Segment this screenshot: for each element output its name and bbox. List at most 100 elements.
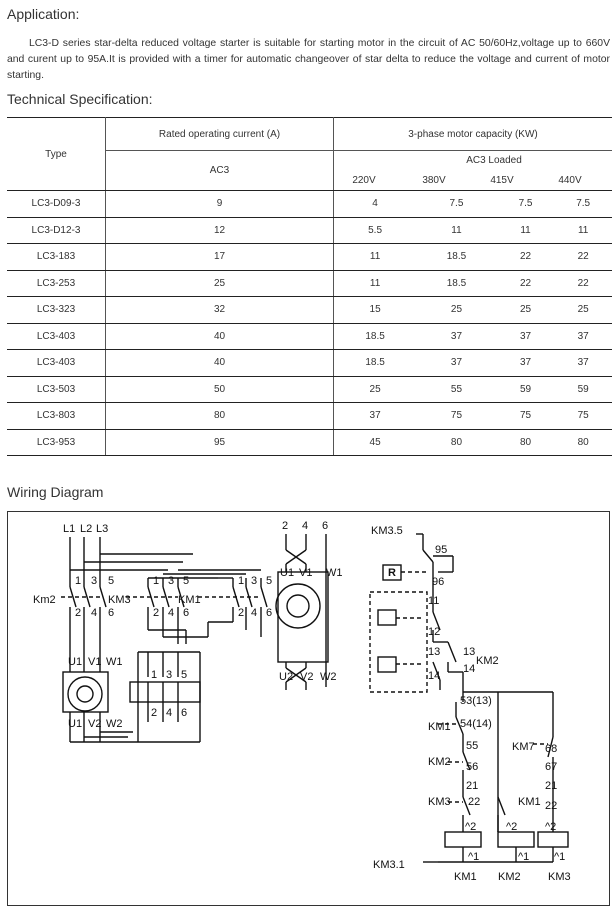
label-v1c: V1 <box>299 567 312 579</box>
label-w2: W2 <box>106 718 123 730</box>
label-13b: 13 <box>463 646 475 658</box>
label-km2-ctrl: KM2 <box>476 655 499 667</box>
label-km2: Km2 <box>33 594 56 606</box>
motor-sub: AC3 Loaded <box>466 154 522 166</box>
current-cell: 12 <box>105 217 334 244</box>
label-n3c: 3 <box>251 575 257 587</box>
capacity-cell: 80 <box>496 429 555 456</box>
capacity-cell: 37 <box>416 349 497 377</box>
label-a2a: ^2 <box>465 821 476 833</box>
type-header: Type <box>7 117 106 191</box>
capacity-cell: 25 <box>416 296 497 324</box>
label-5313: 53(13) <box>460 695 492 707</box>
label-13: 13 <box>428 646 440 658</box>
capacity-cell: 45 <box>333 429 417 456</box>
label-n4a: 4 <box>91 607 97 619</box>
label-n5c: 5 <box>266 575 272 587</box>
capacity-cell: 25 <box>554 296 612 324</box>
label-n2b: 2 <box>153 607 159 619</box>
type-cell: LC3-403 <box>7 323 106 350</box>
label-km2-coil: KM2 <box>428 756 451 768</box>
capacity-cell: 15 <box>333 296 417 324</box>
label-n5b: 5 <box>183 575 189 587</box>
capacity-cell: 37 <box>554 323 612 350</box>
capacity-cell: 22 <box>554 270 612 297</box>
label-n6d: 6 <box>181 707 187 719</box>
label-n5d: 5 <box>181 669 187 681</box>
label-km3-coil: KM3 <box>548 871 571 883</box>
label-11: 11 <box>428 595 439 607</box>
label-n2e: 2 <box>282 520 288 532</box>
spec-heading: Technical Specification: <box>7 91 153 107</box>
capacity-cell: 4 <box>333 190 417 218</box>
capacity-cell: 11 <box>554 217 612 244</box>
capacity-cell: 11 <box>333 243 417 271</box>
label-km1-coil: KM1 <box>454 871 477 883</box>
label-v1: V1 <box>88 656 101 668</box>
label-21b: 21 <box>545 780 557 792</box>
label-w2c: W2 <box>320 671 337 683</box>
capacity-cell: 37 <box>333 402 417 430</box>
label-u2: U2 <box>279 671 293 683</box>
label-67: 67 <box>545 761 557 773</box>
label-v2c: V2 <box>300 671 313 683</box>
label-12: 12 <box>428 626 440 638</box>
voltage-415: 415V <box>490 174 514 186</box>
capacity-cell: 18.5 <box>333 349 417 377</box>
label-r: R <box>388 567 396 579</box>
capacity-cell: 22 <box>496 270 555 297</box>
capacity-cell: 22 <box>496 243 555 271</box>
label-w1c: W1 <box>326 567 343 579</box>
voltage-380: 380V <box>422 174 446 186</box>
label-km2-coilb: KM2 <box>498 871 521 883</box>
capacity-cell: 37 <box>496 349 555 377</box>
label-a2b: ^2 <box>506 821 517 833</box>
capacity-cell: 7.5 <box>416 190 497 218</box>
label-n3d: 3 <box>166 669 172 681</box>
label-n6e: 6 <box>322 520 328 532</box>
capacity-cell: 22 <box>554 243 612 271</box>
spec-table: Type Rated operating current (A) 3-phase… <box>7 117 612 456</box>
label-l1: L1 <box>63 523 75 535</box>
wiring-diagram: L1 L2 L3 Km2 KM3 KM1 1 3 5 2 4 6 1 3 5 2… <box>7 511 610 906</box>
label-n2d: 2 <box>151 707 157 719</box>
capacity-cell: 75 <box>416 402 497 430</box>
label-km1-ctrl2: KM1 <box>518 796 541 808</box>
capacity-cell: 25 <box>333 376 417 403</box>
capacity-cell: 37 <box>496 323 555 350</box>
current-cell: 80 <box>105 402 334 430</box>
capacity-cell: 37 <box>554 349 612 377</box>
voltage-220: 220V <box>352 174 376 186</box>
type-cell: LC3-503 <box>7 376 106 403</box>
label-l2: L2 <box>80 523 92 535</box>
type-cell: LC3-253 <box>7 270 106 297</box>
type-cell: LC3-183 <box>7 243 106 271</box>
current-cell: 40 <box>105 323 334 350</box>
label-km35: KM3.5 <box>371 525 403 537</box>
current-sub: AC3 <box>105 150 334 191</box>
label-55: 55 <box>466 740 478 752</box>
capacity-cell: 18.5 <box>333 323 417 350</box>
capacity-cell: 25 <box>496 296 555 324</box>
label-km3-ctrl: KM3 <box>428 796 451 808</box>
capacity-cell: 59 <box>554 376 612 403</box>
label-u1c: U1 <box>280 567 294 579</box>
capacity-cell: 18.5 <box>416 270 497 297</box>
capacity-cell: 7.5 <box>554 190 612 218</box>
label-a1c: ^1 <box>554 851 565 863</box>
capacity-cell: 75 <box>496 402 555 430</box>
current-cell: 32 <box>105 296 334 324</box>
capacity-cell: 59 <box>496 376 555 403</box>
label-a2c: ^2 <box>545 821 556 833</box>
label-22b: 22 <box>545 800 557 812</box>
type-cell: LC3-323 <box>7 296 106 324</box>
capacity-cell: 18.5 <box>416 243 497 271</box>
capacity-cell: 80 <box>554 429 612 456</box>
current-cell: 25 <box>105 270 334 297</box>
type-cell: LC3-D09-3 <box>7 190 106 218</box>
label-km1: KM1 <box>178 594 201 606</box>
